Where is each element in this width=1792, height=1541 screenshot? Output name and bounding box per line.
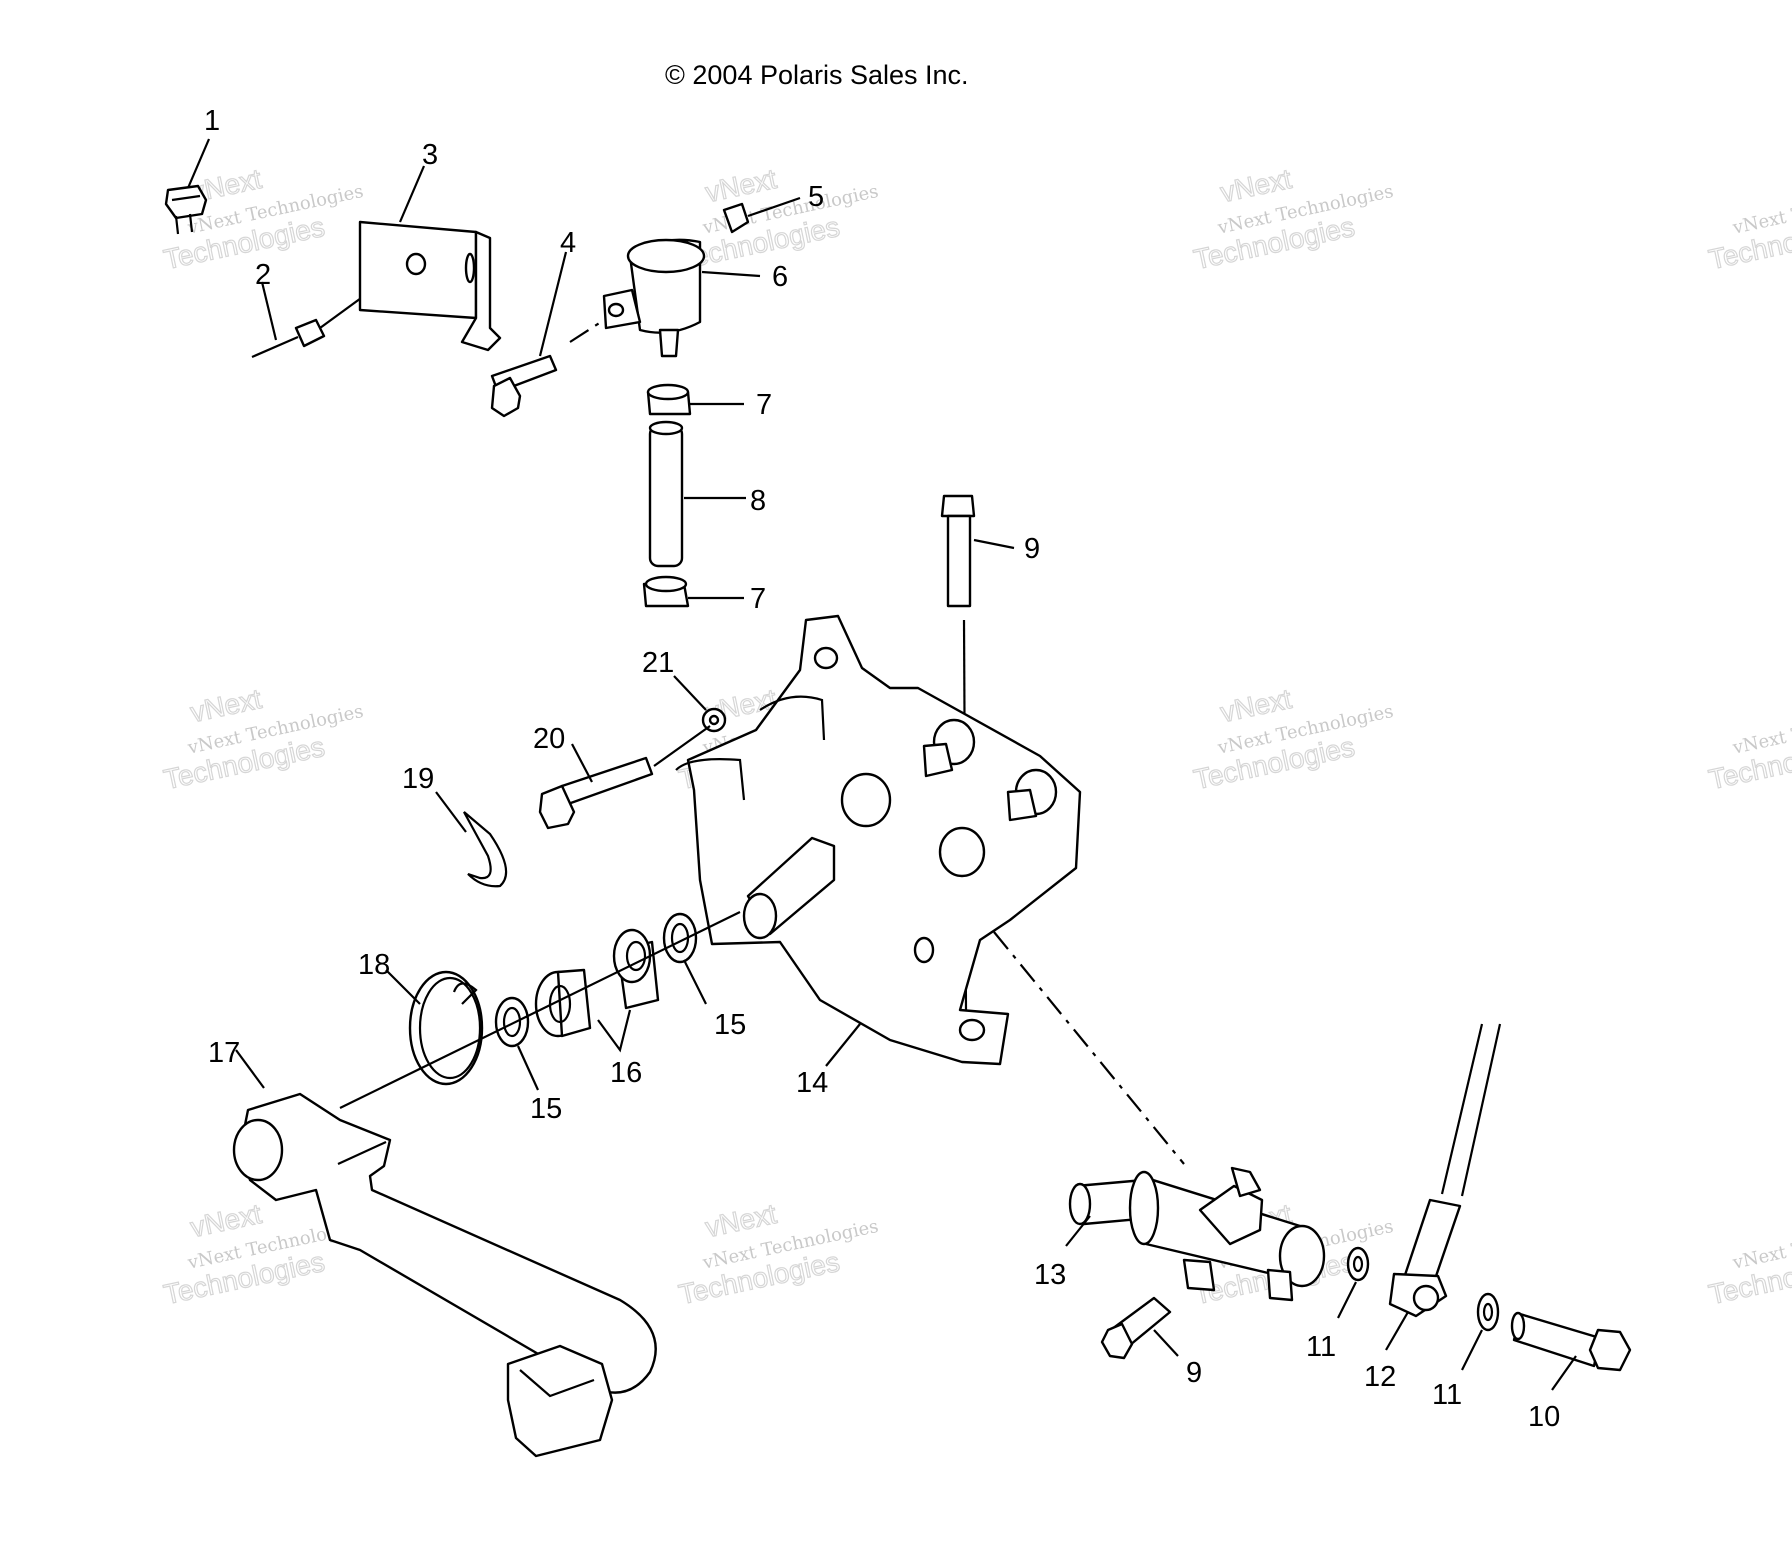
part-master-cylinder xyxy=(1068,1166,1326,1302)
callout-1: 1 xyxy=(204,105,220,137)
callout-12: 12 xyxy=(1364,1361,1396,1393)
part-clamp-top xyxy=(646,383,692,416)
part-bolt-4 xyxy=(490,354,558,418)
callout-labels: 1 2 3 4 5 6 7 7 8 9 21 20 19 18 17 15 15… xyxy=(204,105,1560,1433)
watermark: vNext vNext Technologies Technologies xyxy=(1190,682,1395,795)
part-washer-11-left xyxy=(1346,1246,1370,1282)
callout-11-right: 11 xyxy=(1432,1379,1462,1411)
part-bolt-20 xyxy=(538,725,711,830)
callout-15-left: 15 xyxy=(530,1093,562,1125)
part-washer-21 xyxy=(701,707,727,733)
watermark-top-text: vNext xyxy=(1218,163,1295,208)
part-hairpin-clip xyxy=(463,811,508,888)
callout-6: 6 xyxy=(772,261,788,293)
callout-5: 5 xyxy=(808,181,824,213)
callout-8: 8 xyxy=(750,485,766,517)
watermark: vNext vNext Technologies Technologies xyxy=(675,1197,880,1310)
part-bracket xyxy=(358,220,502,352)
callout-19: 19 xyxy=(402,763,434,795)
watermark-top-text: vNext xyxy=(1218,683,1295,728)
watermark: vNext Technologies Technologies xyxy=(1705,701,1792,796)
callout-9-top: 9 xyxy=(1024,533,1040,565)
watermark-top-text: vNext xyxy=(188,683,265,728)
part-washer-15-left xyxy=(494,996,530,1048)
watermark: vNext Technologies Technologies xyxy=(1705,1216,1792,1311)
part-main-bracket xyxy=(675,614,1082,1066)
callout-11-left: 11 xyxy=(1306,1331,1336,1363)
part-washer-11-right xyxy=(1476,1292,1500,1332)
part-cap xyxy=(722,202,750,234)
callout-10: 10 xyxy=(1528,1401,1560,1433)
callout-15-right: 15 xyxy=(714,1009,746,1041)
callout-9-bottom: 9 xyxy=(1186,1357,1202,1389)
watermark: vNext vNext Technologies Technologies xyxy=(1190,162,1395,275)
part-clevis xyxy=(1388,1023,1502,1318)
part-clamp-bottom xyxy=(642,575,690,608)
watermark: vNext Technologies Technologies xyxy=(1705,181,1792,276)
copyright-text: © 2004 Polaris Sales Inc. xyxy=(665,60,969,90)
part-pivot-shaft xyxy=(742,836,836,940)
part-bolt-9-long xyxy=(940,494,976,608)
callout-2: 2 xyxy=(255,259,271,291)
callout-13: 13 xyxy=(1034,1259,1066,1291)
callout-18: 18 xyxy=(358,949,390,981)
part-hose xyxy=(648,420,684,568)
callout-17: 17 xyxy=(208,1037,240,1069)
callout-20: 20 xyxy=(533,723,565,755)
watermark-top-text: vNext xyxy=(188,1198,265,1243)
callout-14: 14 xyxy=(796,1067,828,1099)
part-reservoir xyxy=(602,238,706,358)
callout-16: 16 xyxy=(610,1057,642,1089)
callout-7-top: 7 xyxy=(756,389,772,421)
part-return-spring xyxy=(408,970,484,1086)
watermark-top-text: vNext xyxy=(703,1198,780,1243)
part-rivet xyxy=(251,265,406,359)
callout-21: 21 xyxy=(642,647,674,679)
callout-4: 4 xyxy=(560,227,576,259)
part-bushings xyxy=(534,928,660,1038)
watermark-top-text: vNext xyxy=(703,163,780,208)
watermark: vNext vNext Technologies Technologies xyxy=(160,682,365,795)
part-washer-15-right xyxy=(662,912,698,964)
part-bolt-9-short xyxy=(1100,1296,1172,1360)
callout-3: 3 xyxy=(422,139,438,171)
part-brake-pedal xyxy=(232,1092,657,1458)
part-clip xyxy=(164,184,208,235)
part-pin xyxy=(1510,1311,1632,1372)
callout-7-bottom: 7 xyxy=(750,583,766,615)
